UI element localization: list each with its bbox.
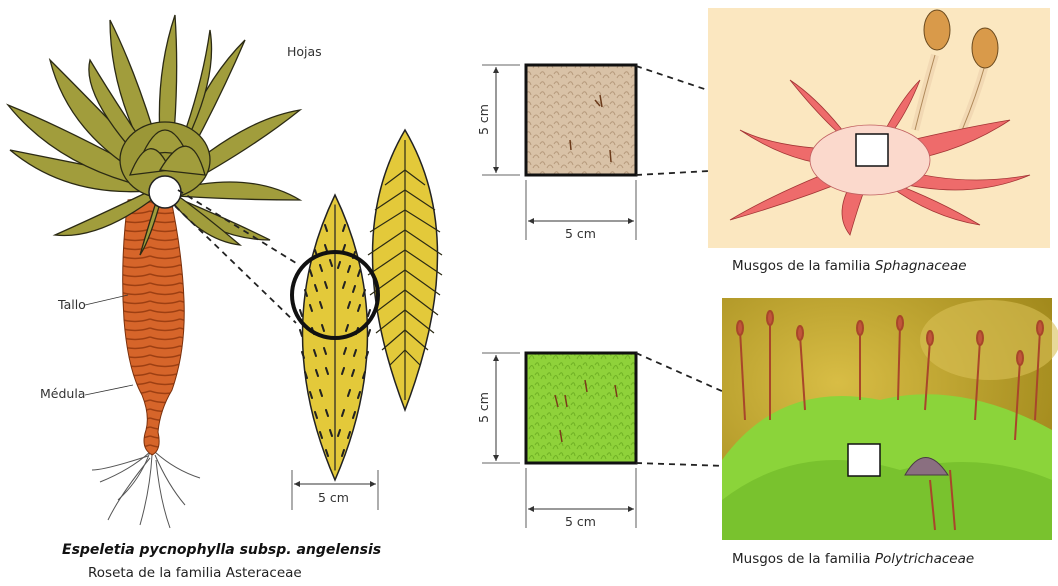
sphagnum-panel [708, 8, 1050, 248]
sphagnaceae-family: Sphagnaceae [875, 258, 967, 274]
polytrichum-sample-box [848, 444, 880, 476]
sphagnum-sample-box [856, 134, 888, 166]
espeletia-title: Espeletia pycnophylla subsp. angelensis [62, 542, 381, 558]
label-scale-espeletia: 5 cm [318, 490, 349, 505]
espeletia-plant [8, 15, 300, 528]
label-scale-poly-horizontal: 5 cm [565, 514, 596, 529]
tallo-leader [85, 295, 128, 305]
stem [123, 195, 185, 455]
polytrichum-sample [482, 353, 636, 528]
polytrichaceae-caption: Musgos de la familia Polytrichaceae [732, 551, 974, 567]
label-scale-sphag-horizontal: 5 cm [565, 226, 596, 241]
rosette-leaves [8, 15, 300, 255]
label-hojas: Hojas [287, 44, 322, 59]
medula-leader [85, 385, 133, 395]
roots [92, 452, 200, 528]
sphagnaceae-caption-prefix: Musgos de la familia [732, 258, 875, 274]
polytrichum-panel [722, 298, 1058, 540]
label-medula: Médula [40, 386, 85, 401]
connector-leaf-top [178, 190, 296, 263]
leaf-detail [292, 130, 442, 510]
leaf-sample-circle [149, 176, 181, 208]
sphagnaceae-caption: Musgos de la familia Sphagnaceae [732, 258, 967, 274]
label-scale-poly-vertical: 5 cm [476, 392, 491, 423]
label-scale-sphag-vertical: 5 cm [476, 104, 491, 135]
polytrichaceae-caption-prefix: Musgos de la familia [732, 551, 875, 567]
polytrichaceae-family: Polytrichaceae [875, 551, 974, 567]
sphagnum-sample [482, 65, 636, 240]
label-tallo: Tallo [58, 297, 86, 312]
espeletia-subtitle: Roseta de la familia Asteraceae [88, 565, 302, 581]
